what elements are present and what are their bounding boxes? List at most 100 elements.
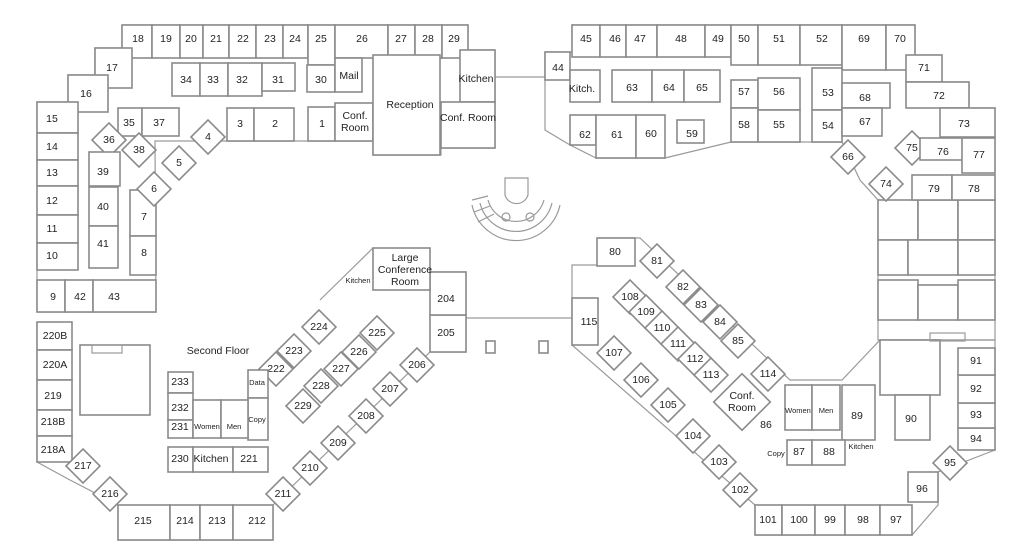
- room-mail[interactable]: Mail: [334, 57, 363, 93]
- room-97[interactable]: 97: [879, 504, 913, 536]
- room-105[interactable]: 105: [649, 386, 687, 424]
- room-14[interactable]: 14: [36, 132, 79, 161]
- room-conf-room[interactable]: Conf.Room: [334, 102, 374, 142]
- room-27[interactable]: 27: [387, 24, 416, 59]
- room-37[interactable]: 37: [141, 107, 180, 137]
- room-kitchen[interactable]: Kitchen: [345, 276, 370, 285]
- room-228[interactable]: 228: [302, 367, 340, 405]
- room-80[interactable]: 80: [596, 237, 636, 267]
- room-55[interactable]: 55: [757, 109, 801, 143]
- room-42[interactable]: 42: [64, 279, 94, 313]
- room-59[interactable]: 59: [676, 119, 705, 144]
- room-33[interactable]: 33: [199, 62, 229, 97]
- room-men[interactable]: Men: [811, 384, 841, 431]
- room-9[interactable]: 9: [36, 279, 66, 313]
- room-67[interactable]: 67: [841, 107, 883, 137]
- room-56[interactable]: 56: [757, 77, 801, 111]
- room-conf-room[interactable]: Conf. Room: [440, 101, 496, 149]
- room-76[interactable]: 76: [919, 137, 964, 161]
- room-104[interactable]: 104: [674, 417, 712, 455]
- room-78[interactable]: 78: [951, 174, 996, 201]
- room-85[interactable]: 85: [719, 322, 757, 360]
- room-225[interactable]: 225: [358, 314, 396, 352]
- room-copy[interactable]: Copy: [247, 397, 269, 441]
- room-kitch[interactable]: Kitch.: [569, 69, 601, 103]
- room-reception[interactable]: Reception: [372, 54, 441, 156]
- room-57[interactable]: 57: [730, 79, 759, 109]
- room-230[interactable]: 230: [167, 446, 194, 473]
- room-229[interactable]: 229: [284, 387, 322, 425]
- room-221[interactable]: 221: [232, 446, 269, 473]
- room-111[interactable]: 111: [659, 325, 697, 363]
- room-96[interactable]: 96: [907, 471, 939, 503]
- room-46[interactable]: 46: [599, 24, 627, 58]
- room-90[interactable]: 90: [894, 394, 931, 441]
- room-84[interactable]: 84: [701, 303, 739, 341]
- room-216[interactable]: 216: [91, 475, 129, 513]
- room-20[interactable]: 20: [179, 24, 204, 59]
- room-second-floor[interactable]: Second Floor: [187, 345, 250, 357]
- room-19[interactable]: 19: [151, 24, 181, 59]
- room-217[interactable]: 217: [64, 447, 102, 485]
- room-1[interactable]: 1: [307, 106, 336, 142]
- room-100[interactable]: 100: [781, 504, 816, 536]
- room-205[interactable]: 205: [429, 314, 467, 353]
- room-89[interactable]: 89: [841, 384, 876, 441]
- room-24[interactable]: 24: [282, 24, 309, 59]
- room-224[interactable]: 224: [300, 308, 338, 346]
- room-31[interactable]: 31: [261, 62, 296, 92]
- room-72[interactable]: 72: [905, 81, 970, 109]
- room-62[interactable]: 62: [569, 114, 597, 146]
- room-71[interactable]: 71: [905, 54, 943, 83]
- room-54[interactable]: 54: [811, 109, 843, 143]
- room-15[interactable]: 15: [36, 101, 79, 134]
- room-94[interactable]: 94: [957, 427, 996, 451]
- room-101[interactable]: 101: [754, 504, 783, 536]
- room-86[interactable]: 86: [760, 419, 772, 431]
- room-92[interactable]: 92: [957, 374, 996, 404]
- room-83[interactable]: 83: [682, 286, 720, 324]
- room-copy[interactable]: Copy: [767, 449, 785, 458]
- room-28[interactable]: 28: [414, 24, 443, 59]
- room-212[interactable]: 212: [232, 504, 274, 541]
- room-43[interactable]: 43: [92, 279, 157, 313]
- room-232[interactable]: 232: [167, 392, 194, 421]
- room-6[interactable]: 6: [135, 170, 173, 208]
- room-204[interactable]: 204: [429, 271, 467, 316]
- room-215[interactable]: 215: [117, 504, 171, 541]
- room-44[interactable]: 44: [544, 51, 571, 81]
- room-35[interactable]: 35: [117, 107, 143, 137]
- room-50[interactable]: 50: [730, 24, 759, 66]
- room-48[interactable]: 48: [656, 24, 706, 58]
- room-220b[interactable]: 220B: [36, 321, 73, 351]
- room-231[interactable]: 231: [167, 419, 194, 439]
- room-211[interactable]: 211: [264, 475, 302, 513]
- room-98[interactable]: 98: [844, 504, 881, 536]
- room-conf-room[interactable]: Conf.Room: [712, 372, 772, 432]
- room-88[interactable]: 88: [811, 439, 846, 466]
- room-men[interactable]: Men: [220, 399, 249, 439]
- room-women[interactable]: Women: [784, 384, 813, 431]
- room-79[interactable]: 79: [911, 174, 953, 201]
- room-65[interactable]: 65: [683, 69, 721, 103]
- room-115[interactable]: 115: [571, 297, 599, 346]
- room-kitchen[interactable]: Kitchen: [192, 446, 234, 473]
- room-223[interactable]: 223: [275, 332, 313, 370]
- room-39[interactable]: 39: [88, 151, 121, 187]
- room-41[interactable]: 41: [88, 225, 119, 269]
- room-53[interactable]: 53: [811, 67, 843, 111]
- room-106[interactable]: 106: [622, 361, 660, 399]
- room-12[interactable]: 12: [36, 185, 79, 216]
- room-22[interactable]: 22: [228, 24, 257, 59]
- room-51[interactable]: 51: [757, 24, 801, 66]
- room-13[interactable]: 13: [36, 159, 79, 187]
- room-207[interactable]: 207: [371, 370, 409, 408]
- room-30[interactable]: 30: [306, 64, 336, 93]
- room-34[interactable]: 34: [171, 62, 201, 97]
- room-68[interactable]: 68: [841, 82, 891, 109]
- room-113[interactable]: 113: [692, 356, 730, 394]
- room-11[interactable]: 11: [36, 214, 79, 244]
- room-data[interactable]: Data: [247, 369, 269, 399]
- room-213[interactable]: 213: [199, 504, 234, 541]
- room-women[interactable]: Women: [192, 399, 222, 439]
